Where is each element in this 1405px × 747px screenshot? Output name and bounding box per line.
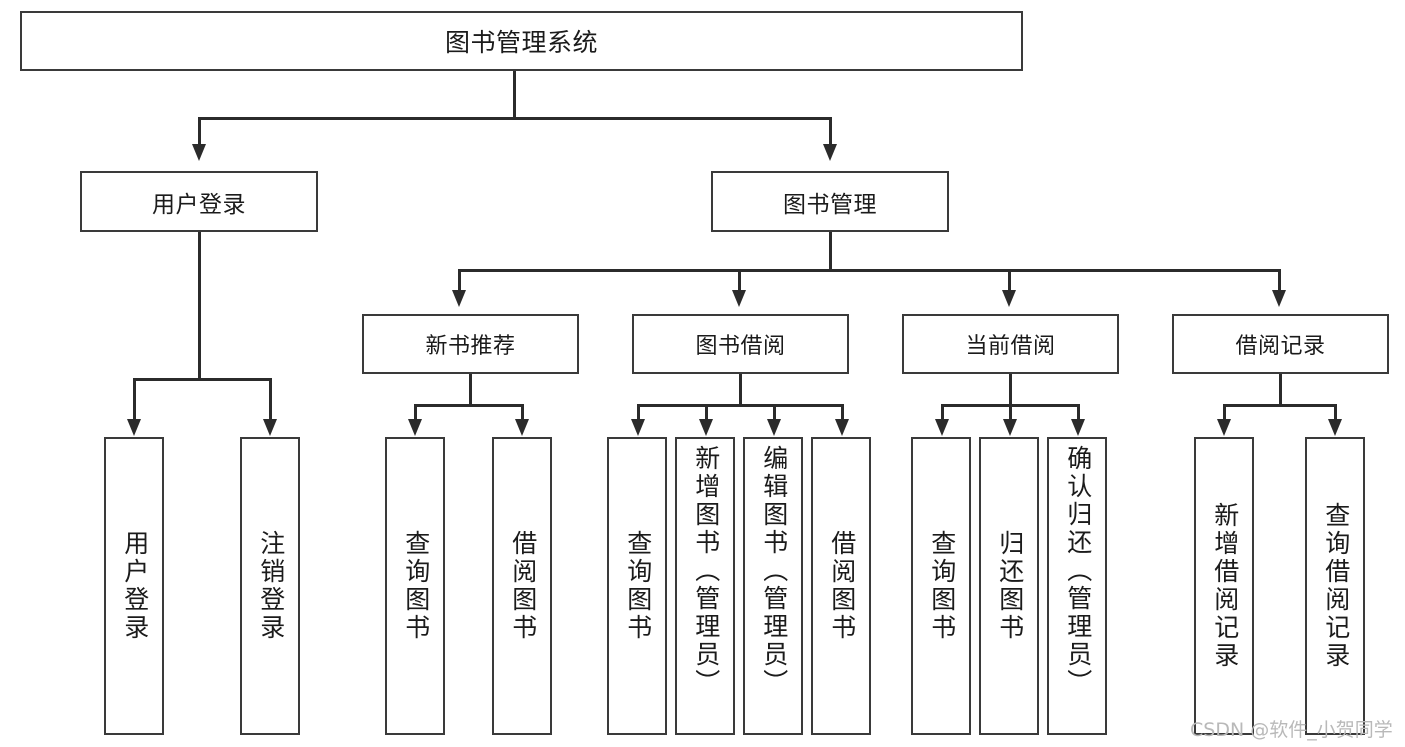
leaf-query-book-current[interactable]: 查询图书 [911, 437, 971, 735]
arrow-leaf-query-record [1328, 419, 1342, 436]
connector-drop-leaf-add-record [1223, 404, 1226, 420]
arrow-leaf-query-book-3 [935, 419, 949, 436]
node-book-management[interactable]: 图书管理 [711, 171, 949, 232]
arrow-leaf-add-book [699, 419, 713, 436]
node-label: 图书借阅 [695, 333, 786, 358]
node-label: 查询图书 [927, 530, 956, 642]
connector-drop-user-login [198, 117, 201, 145]
watermark-text: CSDN @软件_小贺同学 [1190, 719, 1393, 741]
leaf-edit-book-admin[interactable]: 编辑图书（管理员） [743, 437, 803, 735]
leaf-user-login[interactable]: 用户登录 [104, 437, 164, 735]
connector-drop-leaf-edit-book [773, 404, 776, 420]
arrow-book-management [823, 144, 837, 161]
connector-borrow-record-stem [1279, 374, 1282, 405]
arrow-leaf-user-login [127, 419, 141, 436]
connector-drop-leaf-add-book [705, 404, 708, 420]
leaf-return-book[interactable]: 归还图书 [979, 437, 1039, 735]
leaf-logout[interactable]: 注销登录 [240, 437, 300, 735]
connector-book-borrow-stem [739, 374, 742, 405]
node-current-borrow[interactable]: 当前借阅 [902, 314, 1119, 374]
node-label: 归还图书 [995, 530, 1024, 642]
connector-drop-leaf-user-login [133, 378, 136, 420]
watermark: CSDN @软件_小贺同学 [1190, 715, 1393, 742]
connector-root-stem [513, 71, 516, 118]
node-label: 用户登录 [120, 530, 149, 642]
leaf-query-book-recommend[interactable]: 查询图书 [385, 437, 445, 735]
leaf-borrow-book-borrow[interactable]: 借阅图书 [811, 437, 871, 735]
arrow-leaf-query-book-2 [631, 419, 645, 436]
connector-drop-leaf-borrow-book-1 [521, 404, 524, 420]
arrow-new-book [452, 290, 466, 307]
node-label: 查询图书 [401, 530, 430, 642]
node-label: 注销登录 [256, 530, 285, 642]
arrow-leaf-borrow-book-1 [515, 419, 529, 436]
arrow-leaf-return-book [1003, 419, 1017, 436]
connector-drop-book-management [829, 117, 832, 145]
node-label: 编辑图书（管理员） [759, 445, 788, 697]
node-label: 新书推荐 [425, 333, 516, 358]
leaf-query-book-borrow[interactable]: 查询图书 [607, 437, 667, 735]
connector-drop-leaf-query-book-1 [414, 404, 417, 420]
arrow-leaf-query-book-1 [408, 419, 422, 436]
connector-new-book-stem [469, 374, 472, 405]
leaf-add-borrow-record[interactable]: 新增借阅记录 [1194, 437, 1254, 735]
connector-drop-leaf-query-book-3 [941, 404, 944, 420]
connector-drop-borrow-record [1278, 269, 1281, 291]
arrow-leaf-confirm-return [1071, 419, 1085, 436]
connector-drop-leaf-borrow-book-2 [841, 404, 844, 420]
connector-drop-leaf-query-record [1334, 404, 1337, 420]
connector-drop-new-book [458, 269, 461, 291]
leaf-query-borrow-record[interactable]: 查询借阅记录 [1305, 437, 1365, 735]
connector-drop-leaf-query-book-2 [637, 404, 640, 420]
connector-tier3-bus [458, 269, 1280, 272]
leaf-add-book-admin[interactable]: 新增图书（管理员） [675, 437, 735, 735]
node-label: 图书管理 [783, 190, 877, 217]
node-root-book-management-system[interactable]: 图书管理系统 [20, 11, 1023, 71]
arrow-leaf-borrow-book-2 [835, 419, 849, 436]
arrow-leaf-logout [263, 419, 277, 436]
connector-drop-leaf-logout [269, 378, 272, 420]
node-label: 借阅记录 [1235, 333, 1326, 358]
node-user-login[interactable]: 用户登录 [80, 171, 318, 232]
connector-drop-leaf-return-book [1009, 404, 1012, 420]
node-label: 新增图书（管理员） [691, 445, 720, 697]
connector-tier2-bus [198, 117, 832, 120]
node-label: 用户登录 [152, 190, 246, 217]
connector-borrow-record-bus [1223, 404, 1336, 407]
node-label: 当前借阅 [965, 333, 1056, 358]
arrow-borrow-record [1272, 290, 1286, 307]
node-borrow-record[interactable]: 借阅记录 [1172, 314, 1389, 374]
connector-user-login-stem [198, 232, 201, 380]
node-label: 借阅图书 [508, 530, 537, 642]
arrow-leaf-add-record [1217, 419, 1231, 436]
arrow-book-borrow [732, 290, 746, 307]
connector-book-borrow-bus [637, 404, 843, 407]
connector-new-book-bus [414, 404, 524, 407]
connector-drop-current-borrow [1008, 269, 1011, 291]
node-label: 查询借阅记录 [1321, 502, 1350, 670]
arrow-current-borrow [1002, 290, 1016, 307]
connector-book-management-stem [829, 232, 832, 270]
arrow-user-login [192, 144, 206, 161]
connector-drop-leaf-confirm-return [1077, 404, 1080, 420]
leaf-confirm-return-admin[interactable]: 确认归还（管理员） [1047, 437, 1107, 735]
arrow-leaf-edit-book [767, 419, 781, 436]
connector-drop-book-borrow [738, 269, 741, 291]
node-label: 查询图书 [623, 530, 652, 642]
node-book-borrow[interactable]: 图书借阅 [632, 314, 849, 374]
leaf-borrow-book-recommend[interactable]: 借阅图书 [492, 437, 552, 735]
node-label: 借阅图书 [827, 530, 856, 642]
node-new-book-recommend[interactable]: 新书推荐 [362, 314, 579, 374]
connector-current-borrow-stem [1009, 374, 1012, 405]
node-label: 图书管理系统 [444, 29, 598, 57]
connector-user-login-bus [133, 378, 271, 381]
node-label: 确认归还（管理员） [1063, 445, 1092, 697]
node-label: 新增借阅记录 [1210, 502, 1239, 670]
